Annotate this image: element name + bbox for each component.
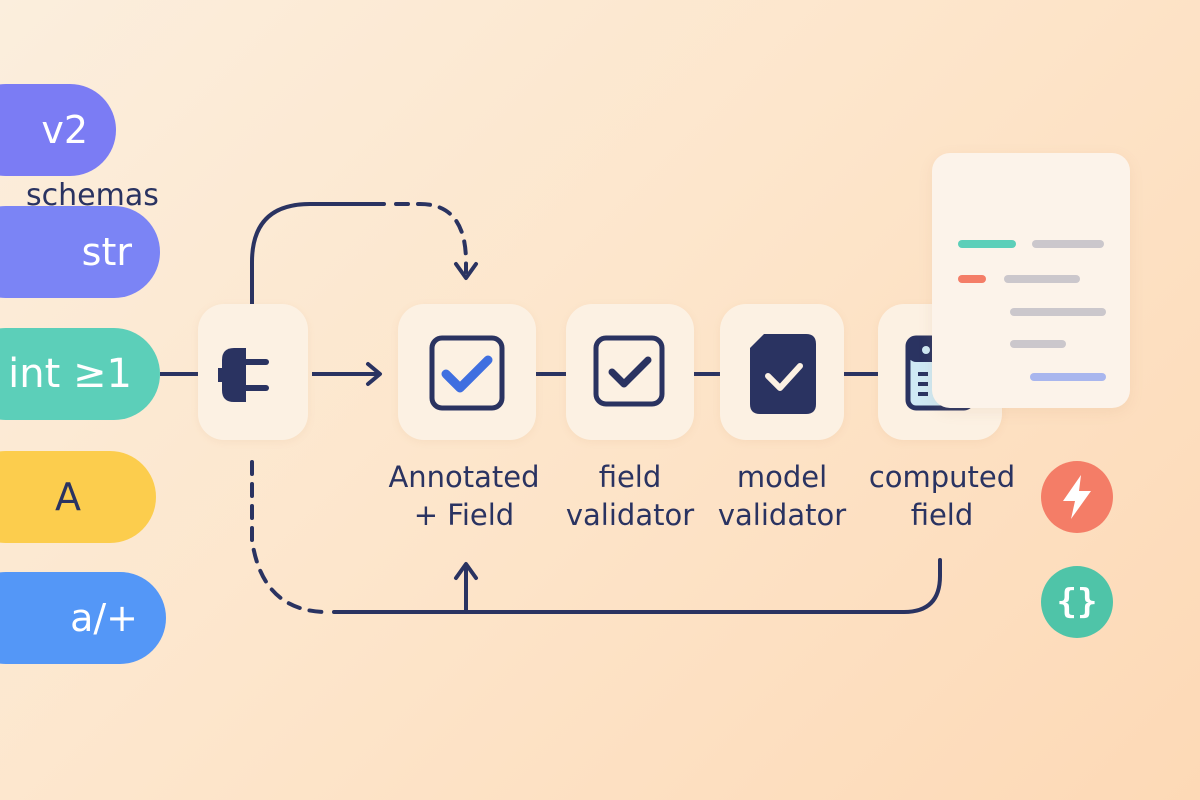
arrowhead-bottom xyxy=(454,562,478,580)
schema-title: schemas xyxy=(26,178,159,213)
label-line: field xyxy=(598,460,662,494)
schema-bar xyxy=(1004,275,1080,283)
braces-badge: {} xyxy=(1041,566,1113,638)
schema-bar-accent xyxy=(1030,373,1106,381)
schema-bar-accent xyxy=(958,275,986,283)
model-validator-node xyxy=(720,304,844,440)
model-validator-label: model validator xyxy=(712,458,852,534)
type-pill-label: a/+ xyxy=(70,596,138,640)
arrowhead-top xyxy=(454,262,478,280)
type-pill-label: A xyxy=(55,475,81,519)
top-loop-solid xyxy=(250,202,386,306)
type-pill-label: v2 xyxy=(41,108,88,152)
lightning-icon xyxy=(1063,475,1091,519)
type-pill-label: str xyxy=(81,230,132,274)
field-validator-node xyxy=(566,304,694,440)
type-pill-a: A xyxy=(0,451,156,543)
label-line: computed xyxy=(868,460,1016,494)
schema-bar xyxy=(1010,340,1066,348)
annotated-field-label: Annotated + Field xyxy=(378,458,550,534)
type-pill-aplus: a/+ xyxy=(0,572,166,664)
schema-bar xyxy=(1032,240,1104,248)
bottom-loop-dashed xyxy=(250,460,326,614)
schema-bar xyxy=(1010,308,1106,316)
computed-field-label: computed field xyxy=(860,458,1024,534)
label-line: field xyxy=(910,498,974,532)
bottom-loop-solid xyxy=(332,558,942,614)
type-pill-str: str xyxy=(0,206,160,298)
checkbox-icon xyxy=(429,335,505,411)
annotated-field-node xyxy=(398,304,536,440)
label-line: model xyxy=(736,460,828,494)
arrowhead-annotated xyxy=(366,362,382,386)
plug-icon xyxy=(218,348,269,402)
field-validator-label: field validator xyxy=(560,458,700,534)
label-line: validator xyxy=(565,498,695,532)
top-loop-dashed xyxy=(394,202,468,274)
lightning-badge xyxy=(1041,461,1113,533)
check-document-icon xyxy=(750,334,816,414)
plug-node xyxy=(198,304,308,440)
braces-icon: {} xyxy=(1056,582,1098,622)
type-pill-int: int ≥1 xyxy=(0,328,160,420)
label-line: validator xyxy=(717,498,847,532)
type-pill-v2: v2 xyxy=(0,84,116,176)
schema-bar-accent xyxy=(958,240,1016,248)
check-square-icon xyxy=(593,335,665,407)
label-line: Annotated xyxy=(388,460,540,494)
type-pill-label: int ≥1 xyxy=(8,351,132,397)
label-line: + Field xyxy=(413,498,515,532)
